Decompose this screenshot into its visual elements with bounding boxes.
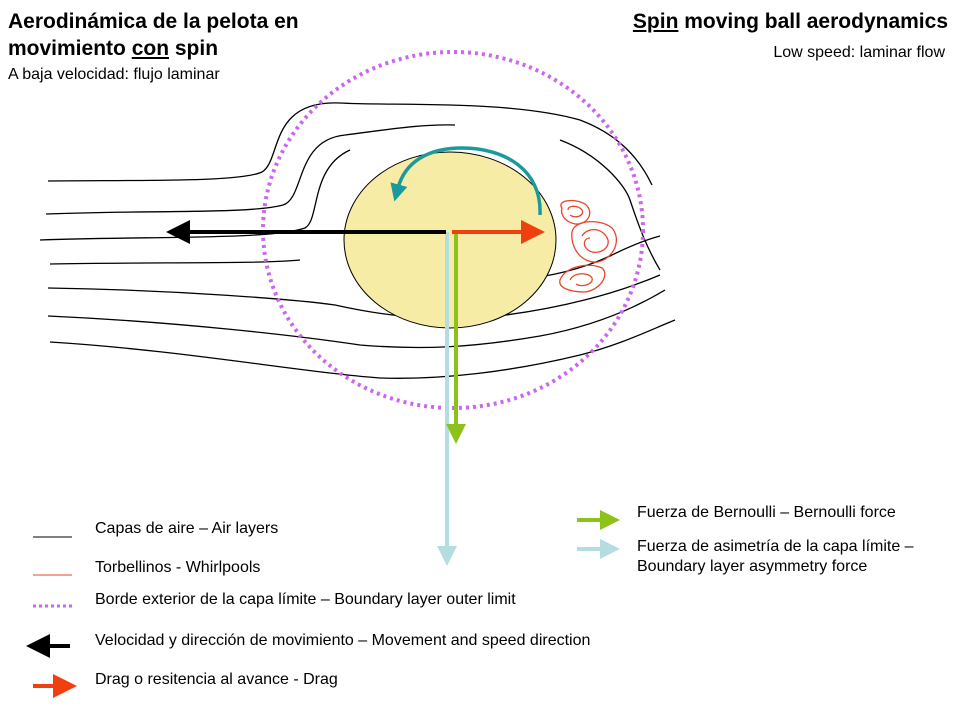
whirlpool: [560, 199, 591, 225]
legend-label-velocity: Velocidad y dirección de movimiento – Mo…: [95, 632, 591, 649]
legend-label-bernoulli: Fuerza de Bernoulli – Bernoulli force: [637, 504, 896, 521]
legend-label-boundary: Borde exterior de la capa límite – Bound…: [95, 591, 516, 608]
legend-label-whirlpools: Torbellinos - Whirlpools: [95, 559, 261, 576]
whirlpool: [571, 221, 617, 263]
air-layer: [49, 319, 676, 379]
legend-label-drag: Drag o resitencia al avance - Drag: [95, 671, 338, 688]
whirlpool: [559, 264, 606, 293]
legend-icons: [26, 510, 620, 698]
air-layer: [47, 274, 661, 320]
boundary-layer-limit: [261, 50, 645, 410]
title-es-part2: spin: [169, 37, 219, 60]
ball: [343, 151, 557, 329]
air-layer: [45, 124, 456, 215]
subtitle-spanish: A baja velocidad: flujo laminar: [8, 66, 220, 83]
title-en-underlined: Spin: [632, 10, 679, 33]
whirlpool: [569, 273, 593, 287]
subtitle-english: Low speed: laminar flow: [773, 44, 945, 61]
whirlpool: [581, 229, 609, 254]
title-spanish: Aerodinámica de la pelota en movimiento …: [8, 8, 388, 62]
air-layer: [39, 149, 351, 241]
air-layer: [47, 289, 666, 349]
whirlpools: [559, 199, 617, 293]
title-es-part1: Aerodinámica de la pelota en movimiento: [8, 10, 299, 60]
title-es-underlined: con: [131, 37, 170, 60]
spin-arrow: [390, 146, 542, 216]
whirlpool: [567, 205, 584, 218]
air-layer: [49, 259, 301, 265]
air-layer: [559, 139, 661, 271]
air-layer: [47, 102, 653, 186]
title-en-rest: moving ball aerodynamics: [678, 10, 948, 33]
legend-label-asymmetry: Fuerza de asimetría de la capa límite – …: [637, 538, 914, 575]
title-english: Spin moving ball aerodynamics: [633, 8, 948, 35]
legend-label-air-layers: Capas de aire – Air layers: [95, 520, 279, 537]
